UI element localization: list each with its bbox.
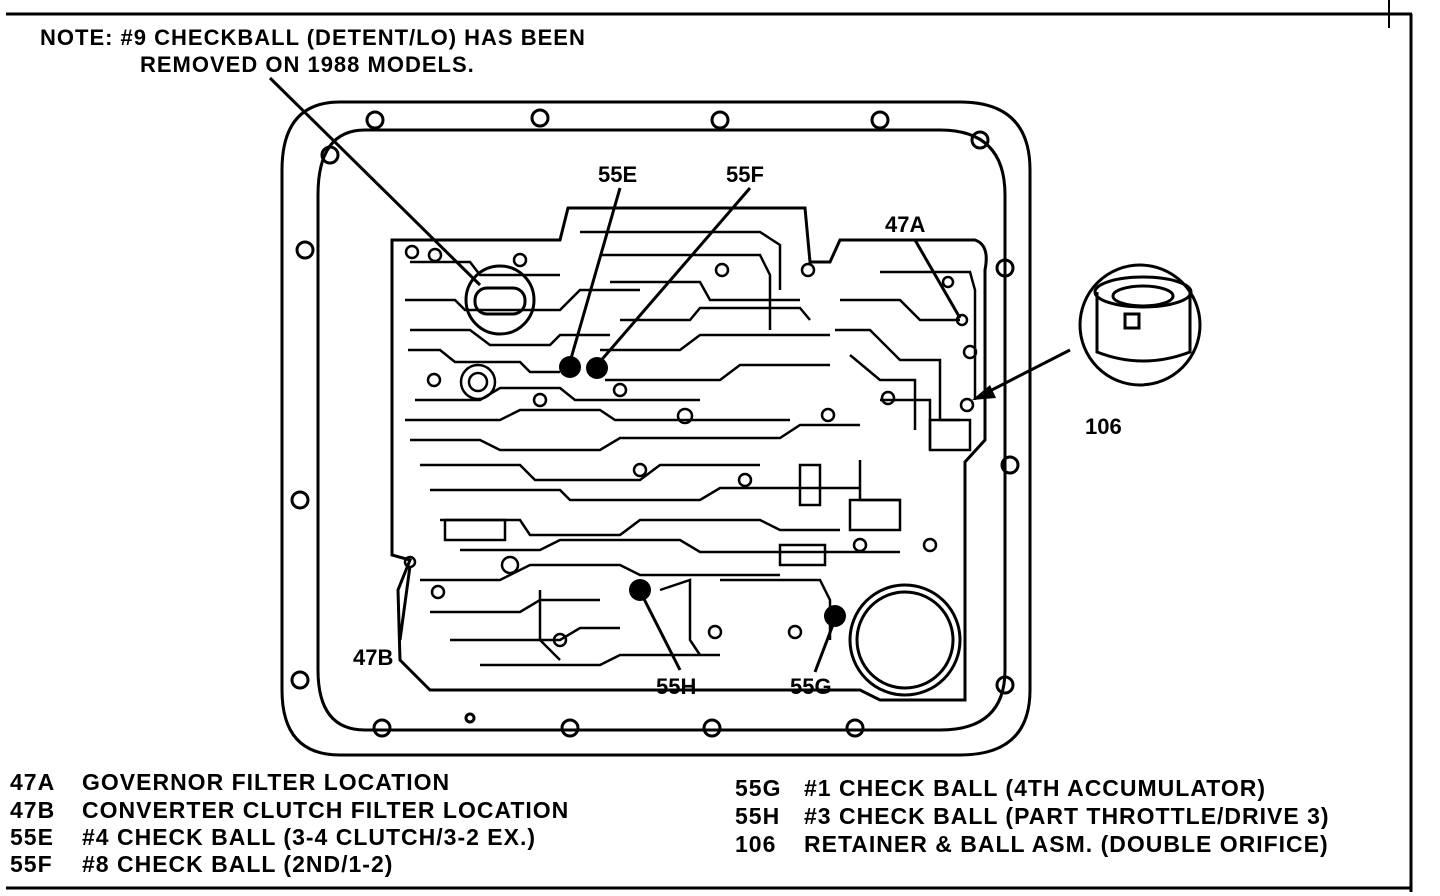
page-border [6, 0, 1413, 892]
check-balls [559, 356, 846, 627]
legend-code-55h: 55H [735, 803, 780, 829]
check-ball-55g [824, 605, 846, 627]
accumulator-bore [848, 583, 962, 697]
legend-text-47a: GOVERNOR FILTER LOCATION [82, 769, 450, 795]
arrow-head-106 [972, 385, 996, 400]
callout-55e: 55E [598, 162, 637, 187]
legend-text-55g: #1 CHECK BALL (4TH ACCUMULATOR) [804, 775, 1266, 801]
note-line-2: REMOVED ON 1988 MODELS. [140, 52, 475, 77]
legend-right: 55G #1 CHECK BALL (4TH ACCUMULATOR) 55H … [735, 775, 1330, 857]
note-line-1: NOTE: #9 CHECKBALL (DETENT/LO) HAS BEEN [40, 25, 586, 50]
legend-code-55f: 55F [10, 851, 53, 877]
legend-code-47a: 47A [10, 769, 55, 795]
legend-code-55e: 55E [10, 824, 54, 850]
valve-body-passages [405, 230, 977, 667]
valve-body-holes [404, 244, 978, 648]
oil-pan-gasket [280, 100, 1032, 757]
gasket-bolt-holes [290, 108, 1020, 738]
retainer-ball-assembly-icon [1078, 263, 1202, 387]
legend-code-106: 106 [735, 831, 776, 857]
legend-left: 47A GOVERNOR FILTER LOCATION 47B CONVERT… [10, 769, 569, 877]
leader-lines [268, 76, 1071, 673]
legend-text-55e: #4 CHECK BALL (3-4 CLUTCH/3-2 EX.) [82, 824, 536, 850]
legend-text-55h: #3 CHECK BALL (PART THROTTLE/DRIVE 3) [804, 803, 1330, 829]
callout-47b: 47B [353, 645, 393, 670]
callout-106: 106 [1085, 414, 1122, 439]
check-ball-55e [559, 356, 581, 378]
legend-text-55f: #8 CHECK BALL (2ND/1-2) [82, 851, 393, 877]
legend-text-47b: CONVERTER CLUTCH FILTER LOCATION [82, 797, 569, 823]
callout-55f: 55F [726, 162, 764, 187]
callout-47a: 47A [885, 212, 925, 237]
callout-55h: 55H [656, 674, 696, 699]
legend-text-106: RETAINER & BALL ASM. (DOUBLE ORIFICE) [804, 831, 1329, 857]
check-ball-55f [586, 357, 608, 379]
callout-55g: 55G [790, 674, 832, 699]
check-ball-55h [629, 579, 651, 601]
removed-checkball-circle [464, 264, 536, 336]
filter-47a [955, 313, 969, 327]
legend-code-55g: 55G [735, 775, 781, 801]
legend-code-47b: 47B [10, 797, 55, 823]
valve-body-plate [390, 206, 988, 702]
